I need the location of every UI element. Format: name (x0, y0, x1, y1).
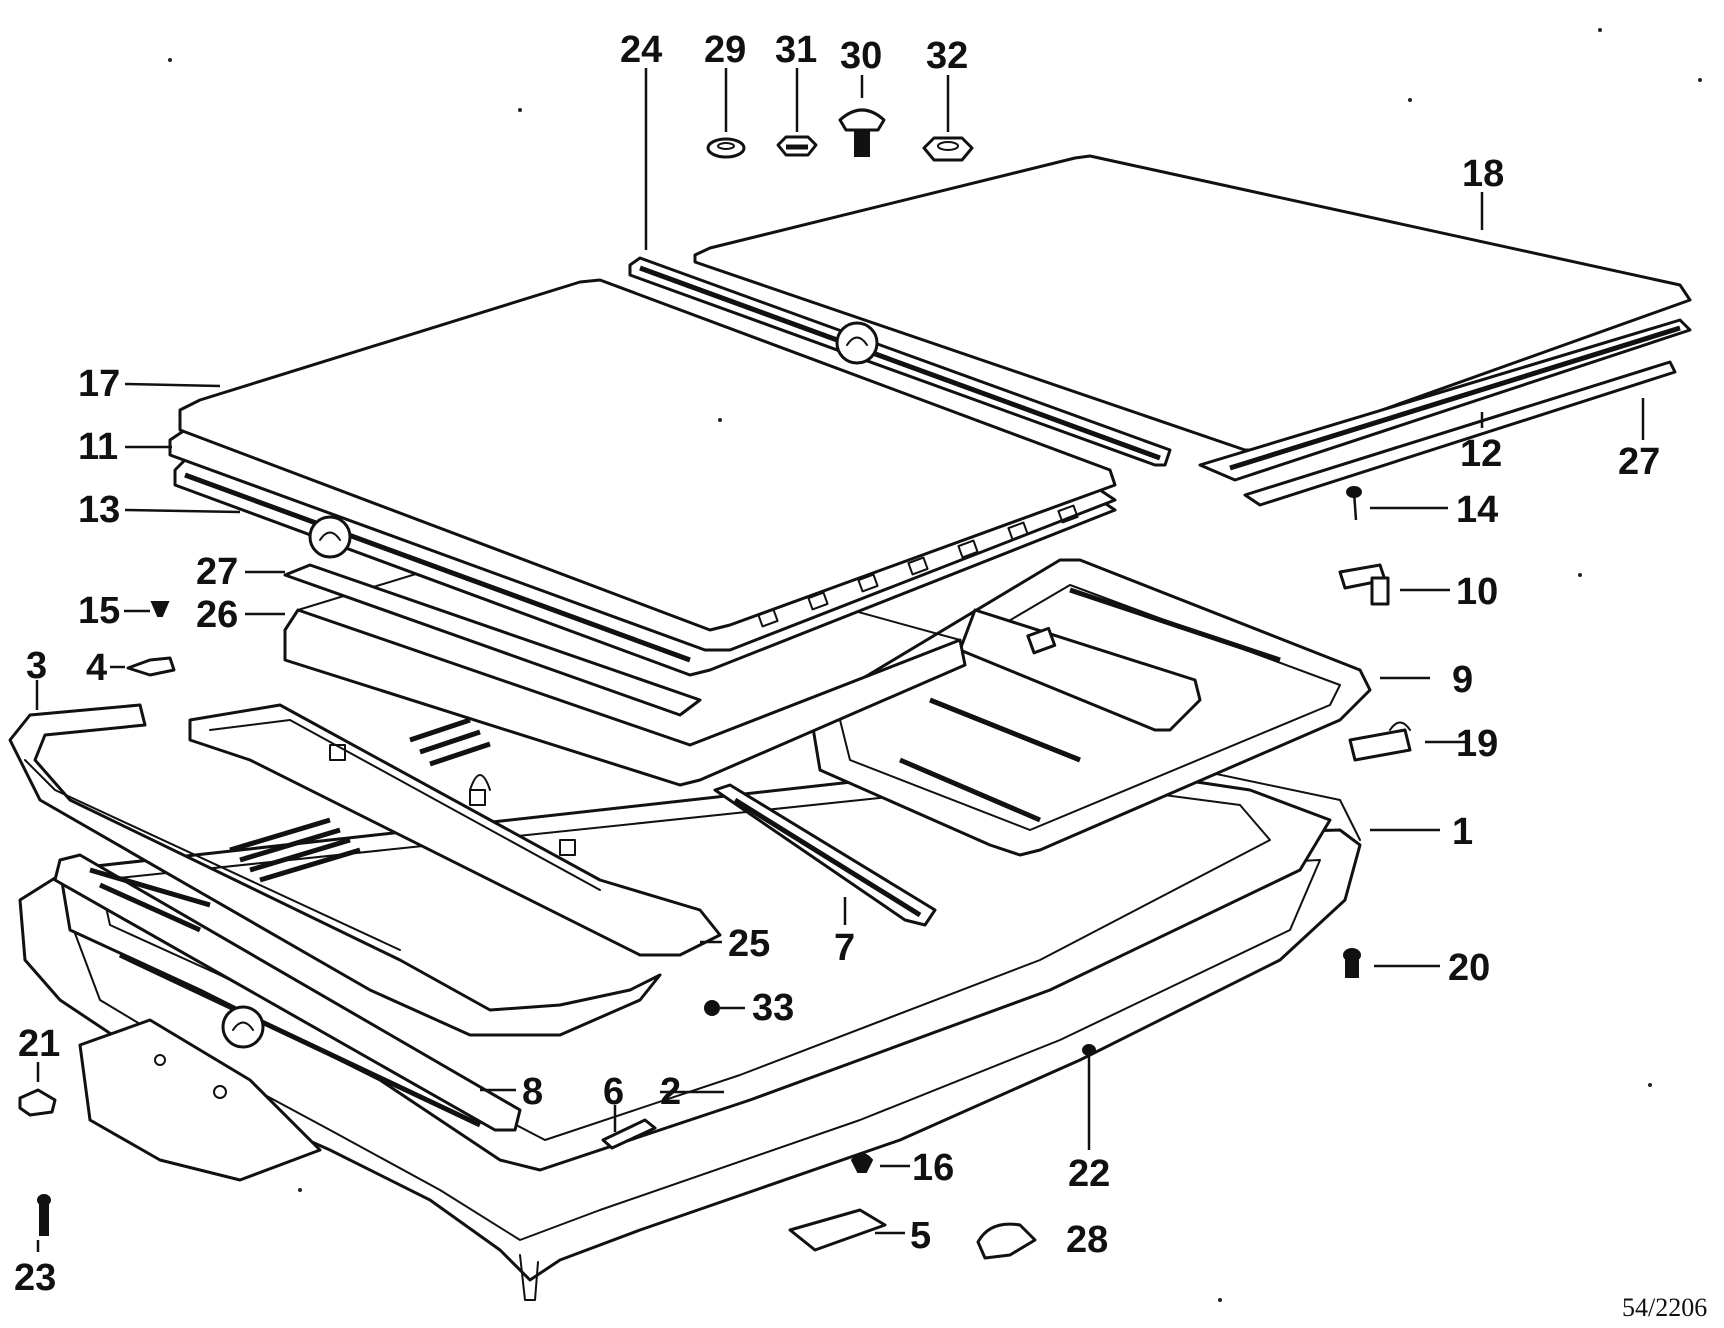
part-20-bolt (1343, 948, 1361, 978)
part-7-cable-channel (713, 783, 937, 927)
callout-14: 14 (1456, 489, 1498, 531)
part-10-bracket (1338, 563, 1390, 606)
callout-27-left: 27 (196, 551, 238, 593)
callout-9: 9 (1452, 659, 1473, 701)
part-18-rear-panel (693, 154, 1692, 452)
callout-3: 3 (26, 645, 47, 687)
part-14-screw (1346, 486, 1362, 521)
part-30-knob (838, 108, 886, 157)
part-5-cover (788, 1208, 887, 1252)
callout-30: 30 (840, 35, 882, 77)
callout-33: 33 (752, 987, 794, 1029)
callout-2: 2 (660, 1071, 681, 1113)
part-24-strip (628, 256, 1172, 467)
part-6-strip (601, 1118, 657, 1150)
callout-labels: 24 29 31 30 32 18 17 11 13 27 15 26 3 4 … (14, 29, 1660, 1299)
diagram-reference-code: 54/2206 (1622, 1293, 1707, 1322)
callout-16: 16 (912, 1147, 954, 1189)
callout-23: 23 (14, 1257, 56, 1299)
part-29-washer (706, 137, 746, 159)
part-32-nut (922, 136, 974, 162)
callout-5: 5 (910, 1215, 931, 1257)
callout-27-right: 27 (1618, 441, 1660, 483)
callout-15: 15 (78, 590, 120, 632)
callout-29: 29 (704, 29, 746, 71)
part-12-rear-strip (1198, 318, 1692, 482)
callout-28: 28 (1066, 1219, 1108, 1261)
part-17-roof-panel (178, 278, 1117, 632)
callout-20: 20 (1448, 947, 1490, 989)
callout-13: 13 (78, 489, 120, 531)
callout-11: 11 (78, 426, 118, 468)
callout-4: 4 (86, 647, 107, 689)
part-16-rivet (850, 1153, 874, 1173)
callout-7: 7 (834, 927, 855, 969)
detail-circle-icons (221, 321, 879, 1049)
callout-32: 32 (926, 35, 968, 77)
part-23-bolt (37, 1194, 51, 1236)
scan-specks (168, 28, 1702, 1302)
callout-18: 18 (1462, 153, 1504, 195)
part-21-clip (18, 1088, 57, 1117)
part-4-clip (126, 656, 176, 677)
part-25-front-plate (188, 703, 722, 957)
part-31-nut (776, 135, 818, 157)
part-hatching (229, 717, 491, 883)
part-33-plug (704, 1000, 720, 1016)
part-3-wind-deflector (8, 703, 662, 1037)
part-22-bolt (1082, 1044, 1096, 1090)
part-15-screw (150, 601, 170, 617)
callout-19: 19 (1456, 723, 1498, 765)
callout-17: 17 (78, 363, 120, 405)
callout-25: 25 (728, 923, 770, 965)
part-9-rear-frame (808, 558, 1372, 857)
callout-1: 1 (1452, 811, 1473, 853)
part-8-guide-rail (53, 853, 522, 1132)
leader-lines (35, 68, 1645, 1252)
callout-21: 21 (18, 1023, 60, 1065)
callout-12: 12 (1460, 433, 1502, 475)
callout-31: 31 (775, 29, 817, 71)
part-27-left-sheet (283, 563, 702, 717)
callout-8: 8 (522, 1071, 543, 1113)
callout-24: 24 (620, 29, 662, 71)
callout-6: 6 (603, 1071, 624, 1113)
part-19-clip (1348, 721, 1412, 762)
callout-22: 22 (1068, 1153, 1110, 1195)
part-27-right-sheet (1243, 360, 1677, 507)
part-28-block (976, 1222, 1037, 1260)
callout-10: 10 (1456, 571, 1498, 613)
callout-26: 26 (196, 594, 238, 636)
